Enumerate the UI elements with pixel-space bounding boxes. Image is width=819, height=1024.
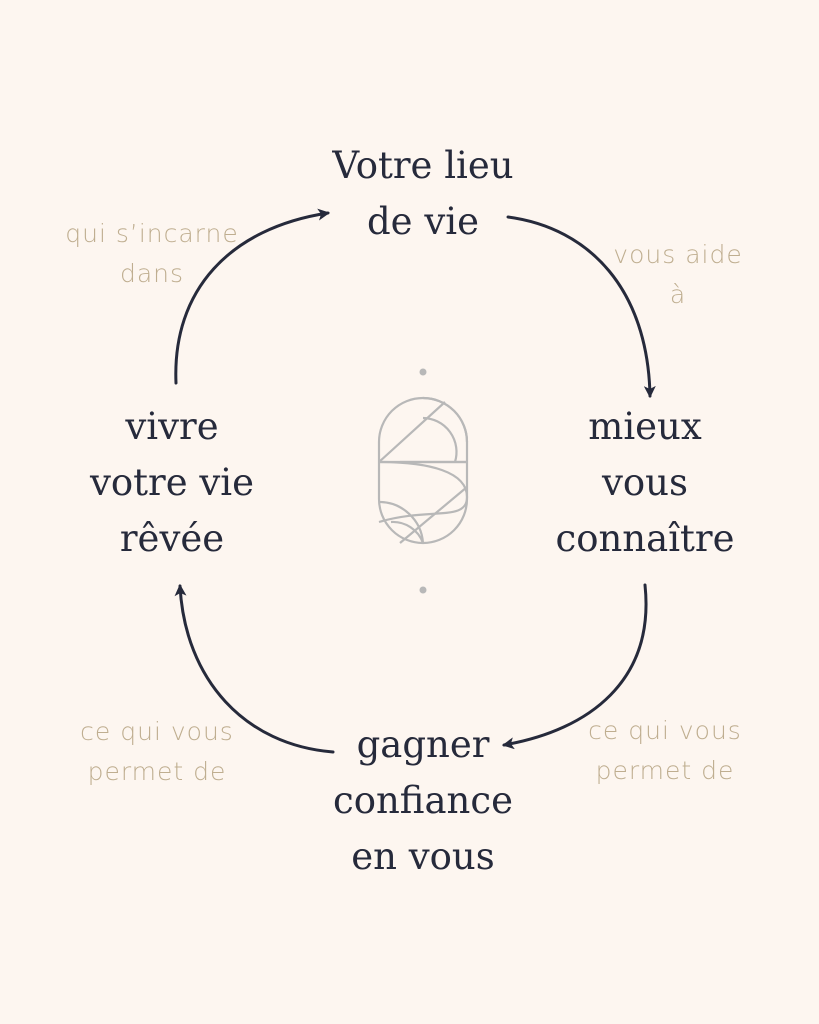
node-bottom-line-3: en vous bbox=[351, 835, 495, 878]
connector-top-left-line-2: dans bbox=[119, 259, 185, 288]
connector-top-right-line-1: vous aide bbox=[613, 240, 743, 269]
arrow-top-to-right bbox=[506, 215, 656, 398]
node-bottom-line-2: confiance bbox=[332, 779, 513, 822]
logo-s-curve bbox=[378, 460, 469, 524]
monogram-logo-icon bbox=[377, 368, 469, 594]
arrow-left-to-top bbox=[174, 208, 330, 385]
node-left-line-2: votre vie bbox=[89, 461, 255, 504]
logo-dot-top bbox=[419, 368, 427, 376]
connector-qui-sincarne-dans: qui s’incarne dans bbox=[52, 214, 252, 294]
connector-permet-de-left: ce qui vous permet de bbox=[62, 712, 252, 792]
node-gagner-confiance: gagner confiance en vous bbox=[318, 717, 528, 885]
logo-dot-bottom bbox=[419, 586, 427, 594]
connector-bottom-right-line-1: ce qui vous bbox=[588, 716, 742, 745]
node-vivre-votre-vie: vivre votre vie rêvée bbox=[72, 399, 272, 567]
arrow-bottom-to-left bbox=[174, 584, 335, 754]
connector-top-left-line-1: qui s’incarne bbox=[65, 219, 239, 248]
connector-bottom-right-line-2: permet de bbox=[595, 756, 735, 785]
node-top-line-2: de vie bbox=[367, 200, 479, 243]
logo-z-top bbox=[378, 401, 467, 464]
node-top-line-1: Votre lieu bbox=[332, 144, 514, 187]
connector-vous-aide-a: vous aide à bbox=[598, 235, 758, 315]
node-right-line-2: vous bbox=[602, 461, 688, 504]
node-right-line-1: mieux bbox=[588, 405, 702, 448]
node-mieux-vous-connaitre: mieux vous connaître bbox=[545, 399, 745, 567]
connector-top-right-line-2: à bbox=[669, 280, 687, 309]
connector-bottom-left-line-1: ce qui vous bbox=[80, 717, 234, 746]
connector-permet-de-right: ce qui vous permet de bbox=[570, 711, 760, 791]
node-lieu-de-vie: Votre lieu de vie bbox=[323, 138, 523, 250]
node-bottom-line-1: gagner bbox=[356, 723, 490, 766]
node-left-line-1: vivre bbox=[125, 405, 219, 448]
logo-z-bottom bbox=[399, 486, 468, 544]
node-left-line-3: rêvée bbox=[119, 517, 225, 560]
node-right-line-3: connaître bbox=[555, 517, 735, 560]
arrow-right-to-bottom bbox=[502, 583, 648, 750]
logo-upper-arcs bbox=[422, 396, 469, 463]
logo-lower-arcs bbox=[378, 500, 425, 544]
connector-bottom-left-line-2: permet de bbox=[87, 757, 227, 786]
